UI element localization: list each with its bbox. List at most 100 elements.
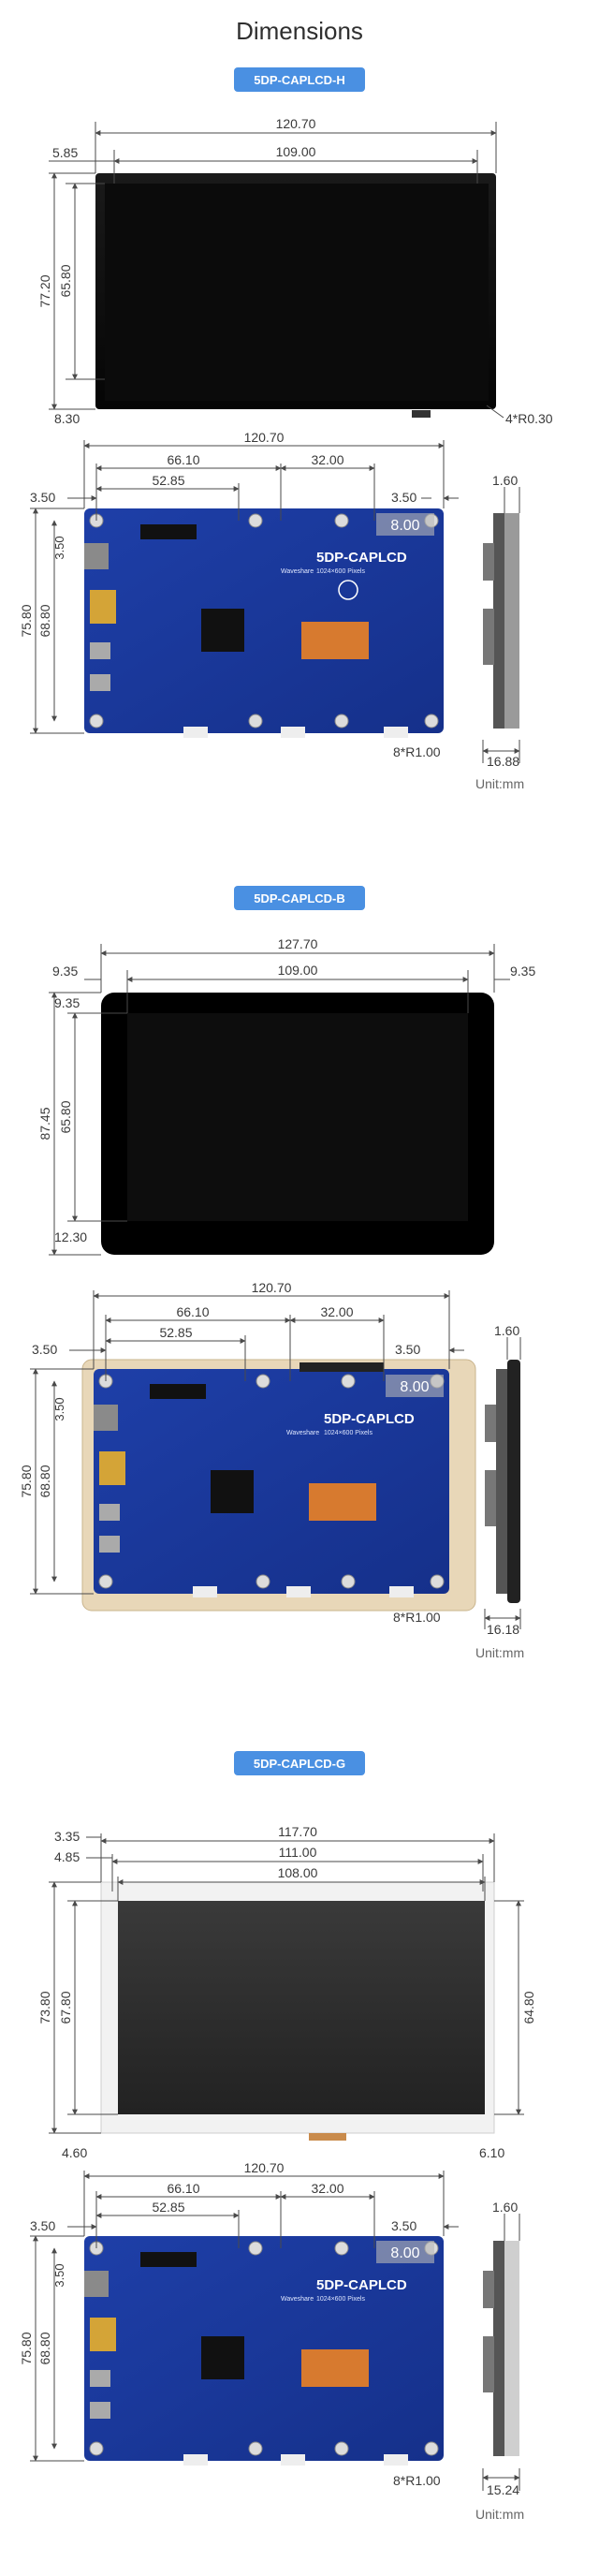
section-h-unit: Unit:mm <box>475 776 524 791</box>
section-g-active-width: 108.00 <box>278 1865 318 1880</box>
section-b-pcb-sub1: 1024×600 Pixels <box>324 1430 373 1436</box>
section-b-back-width: 120.70 <box>252 1280 292 1295</box>
section-g-side-glass <box>504 2241 519 2456</box>
section-g-active-area <box>118 1901 485 2114</box>
section-h-pcb <box>84 508 444 733</box>
section-h-hole-radius: 8*R1.00 <box>393 744 441 759</box>
section-b-fpc-connector <box>309 1483 376 1521</box>
section-g-thickness: 1.60 <box>492 2200 518 2215</box>
section-g-header-pins <box>140 2252 197 2267</box>
section-h-badge <box>234 67 365 92</box>
section-b-hole-x2: 32.00 <box>320 1304 353 1319</box>
section-h-back-height: 75.80 <box>19 604 34 637</box>
section-h-badge-label: 5DP-CAPLCD-H <box>254 73 345 87</box>
section-g-pcb-tag: 8.00 <box>390 2245 419 2261</box>
section-g-edge-top: 3.50 <box>52 2263 66 2287</box>
section-b-right-margin: 9.35 <box>510 964 535 979</box>
section-g-hole-x2: 32.00 <box>311 2181 343 2196</box>
section-b-active-width: 109.00 <box>278 963 318 978</box>
section-b-back-height: 75.80 <box>19 1465 34 1497</box>
section-h-side-glass <box>504 513 519 729</box>
section-b-outer-width: 127.70 <box>278 936 318 951</box>
section-b-thickness: 1.60 <box>494 1323 519 1338</box>
section-h-logo-circle <box>338 580 358 600</box>
section-g-connector-a <box>183 2454 208 2466</box>
section-h-hole-x3: 52.85 <box>152 473 184 488</box>
section-b-hole-x1: 66.10 <box>176 1304 209 1319</box>
section-h-outer-height: 77.20 <box>37 274 52 307</box>
section-h-main-ic <box>201 609 244 652</box>
section-h-hole-x1: 66.10 <box>167 452 199 467</box>
section-h-active-width: 109.00 <box>276 144 316 159</box>
section-g-bottom-right: 6.10 <box>479 2145 504 2160</box>
section-b-hole-radius: 8*R1.00 <box>393 1610 441 1625</box>
section-b-hdmi-port <box>99 1451 125 1485</box>
section-b-hole-x3: 52.85 <box>159 1325 192 1340</box>
section-h-side-port-1 <box>483 543 494 581</box>
section-g-outer-width: 117.70 <box>278 1824 317 1839</box>
section-h-edge-top: 3.50 <box>52 536 66 559</box>
section-g-badge-label: 5DP-CAPLCD-G <box>254 1757 345 1771</box>
section-g-side-port-1 <box>483 2271 494 2308</box>
section-g-audio-jack <box>84 2271 109 2297</box>
section-b-audio-jack <box>94 1405 118 1431</box>
section-g-back-width: 120.70 <box>244 2160 285 2175</box>
section-g-side-port-2 <box>483 2336 494 2392</box>
section-g-back-height: 75.80 <box>19 2332 34 2364</box>
section-g-outer-height: 73.80 <box>37 1991 52 2024</box>
section-g-hole-radius: 8*R1.00 <box>393 2473 441 2488</box>
section-g-bottom-left: 4.60 <box>62 2145 87 2160</box>
section-b-main-ic <box>211 1470 254 1513</box>
section-b-depth: 16.18 <box>487 1622 519 1637</box>
section-g-badge <box>234 1751 365 1775</box>
section-g-pcb-title: 5DP-CAPLCD <box>316 2277 407 2293</box>
section-g-pcb-sub1: 1024×600 Pixels <box>316 2296 365 2303</box>
section-g-pcb <box>84 2236 444 2461</box>
section-g-left-b: 4.85 <box>54 1849 80 1864</box>
section-g-pcb-sub2: Waveshare <box>281 2296 314 2303</box>
section-g-right-height: 64.80 <box>521 1991 536 2024</box>
page-title: Dimensions <box>236 17 363 45</box>
section-b: 5DP-CAPLCD-B 127.70 109.00 9.35 9.35 87.… <box>19 886 535 1660</box>
section-b-side-port-2 <box>485 1470 496 1526</box>
section-h-thickness: 1.60 <box>492 473 518 488</box>
section-g-unit: Unit:mm <box>475 2507 524 2522</box>
section-h-hdmi-port <box>90 590 116 624</box>
section-h-pcb-tag: 8.00 <box>390 518 419 534</box>
section-h-connector-c <box>384 727 408 738</box>
section-b-unit: Unit:mm <box>475 1645 524 1660</box>
section-b-edge-right: 3.50 <box>395 1342 420 1357</box>
section-b-header-pins <box>150 1384 206 1399</box>
section-h-fpc-connector <box>301 622 369 659</box>
section-g: 5DP-CAPLCD-G 117.70 111.00 108.00 3.35 4… <box>19 1751 536 2522</box>
section-b-side-port-1 <box>485 1405 496 1442</box>
section-h-hole-height: 68.80 <box>37 604 52 637</box>
section-b-side-pcb <box>496 1369 507 1594</box>
section-b-outer-height: 87.45 <box>37 1107 52 1140</box>
section-b-connector-c <box>389 1586 414 1597</box>
section-b-bottom-margin: 12.30 <box>54 1229 87 1244</box>
section-h-edge-left: 3.50 <box>30 490 55 505</box>
section-h-side-pcb <box>493 513 504 729</box>
section-g-edge-right: 3.50 <box>391 2218 416 2233</box>
section-b-edge-left: 3.50 <box>32 1342 57 1357</box>
section-b-pcb-tag: 8.00 <box>400 1379 429 1395</box>
section-g-fpc-connector <box>301 2349 369 2387</box>
section-g-active-height: 67.80 <box>58 1991 73 2024</box>
section-h: 5DP-CAPLCD-H 120.70 109.00 5.85 77.20 65… <box>19 67 553 791</box>
section-b-badge <box>234 886 365 910</box>
section-h-active-area <box>105 184 489 401</box>
section-h-pcb-sub1: 1024×600 Pixels <box>316 568 365 575</box>
section-h-connector-a <box>183 727 208 738</box>
section-h-pcb-title: 5DP-CAPLCD <box>316 550 407 566</box>
section-b-usb-port-1 <box>99 1504 120 1521</box>
section-h-audio-jack <box>84 543 109 569</box>
section-h-fpc-tab <box>412 410 431 418</box>
section-h-left-margin: 5.85 <box>52 145 78 160</box>
section-b-connector-a <box>193 1586 217 1597</box>
section-h-pcb-sub2: Waveshare <box>281 568 314 575</box>
section-g-usb-port-2 <box>90 2402 110 2419</box>
section-b-pcb-sub2: Waveshare <box>286 1430 319 1436</box>
section-g-connector-b <box>281 2454 305 2466</box>
